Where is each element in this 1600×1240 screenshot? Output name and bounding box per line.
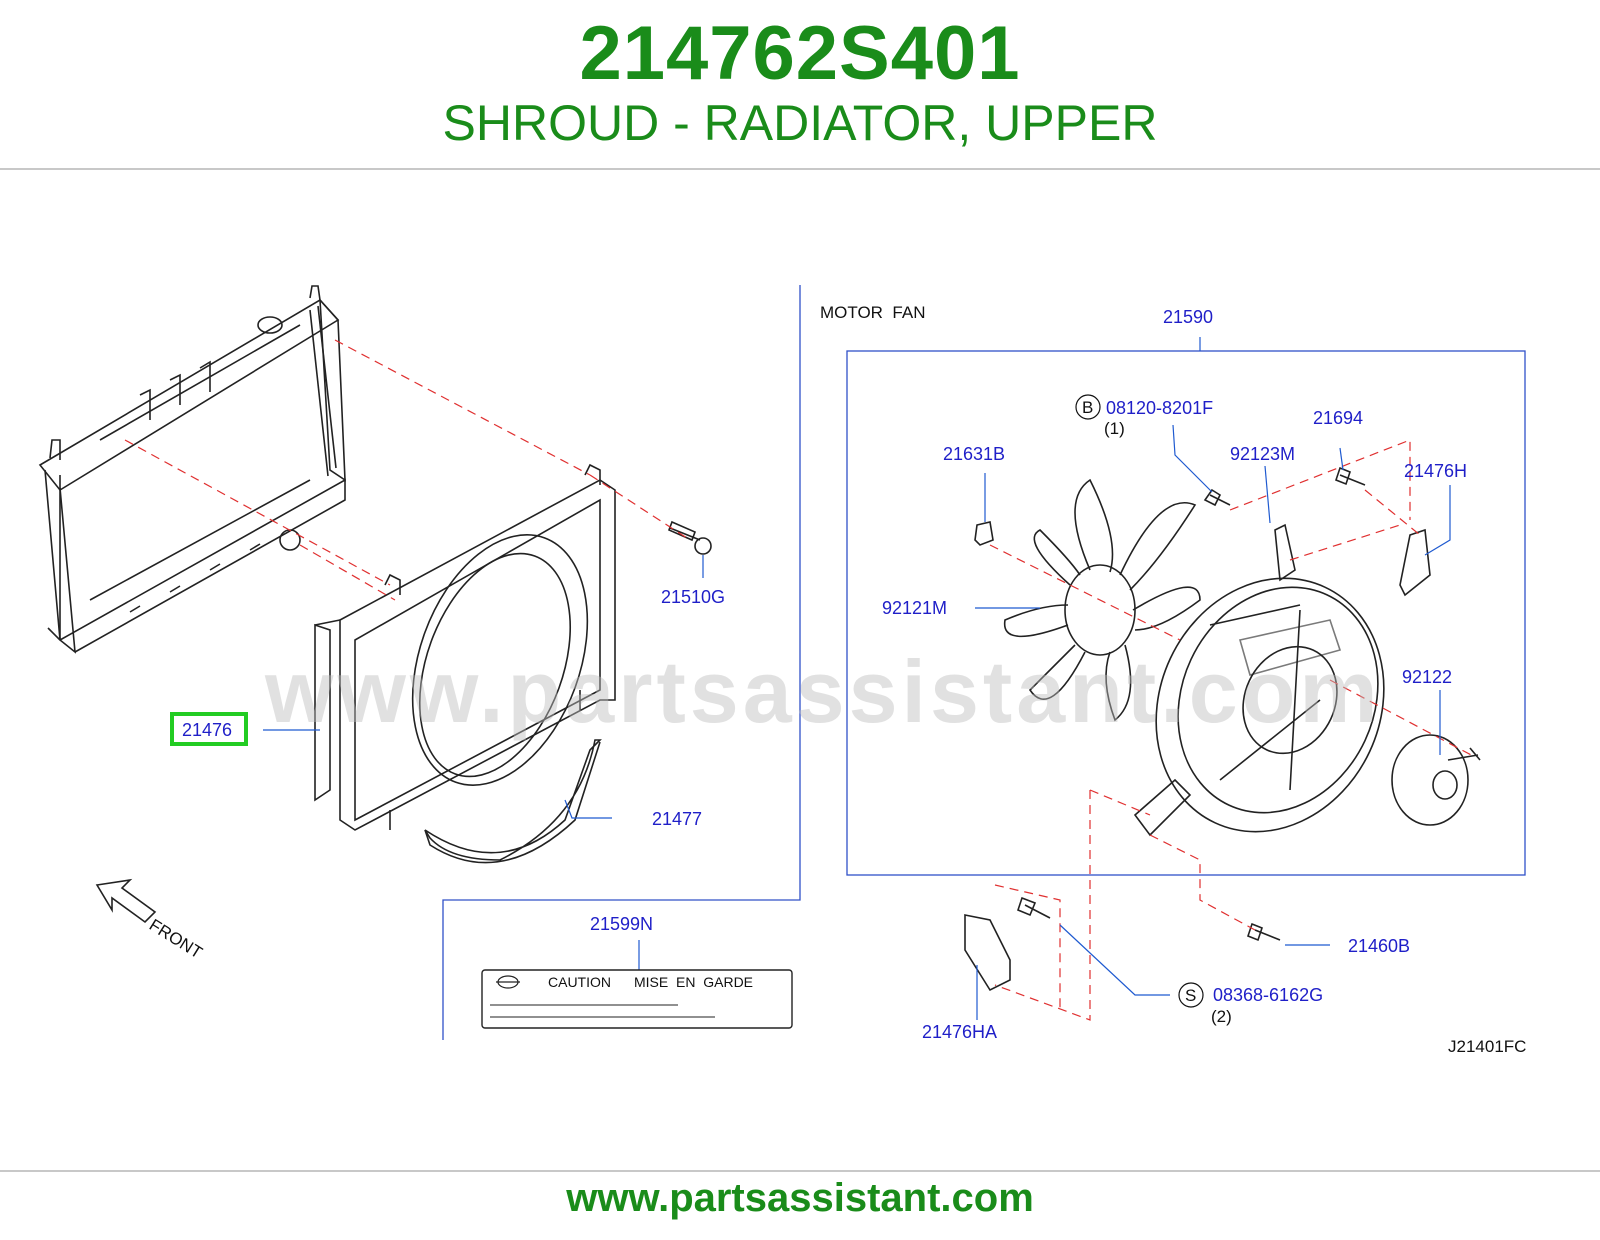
callout-92121m[interactable]: 92121M xyxy=(882,598,947,618)
front-label: FRONT xyxy=(146,915,206,962)
footer-url[interactable]: www.partsassistant.com xyxy=(566,1176,1034,1220)
caution-text: CAUTION xyxy=(548,974,611,990)
lower-shroud-drawing xyxy=(424,739,602,864)
callout-21590[interactable]: 21590 xyxy=(1163,307,1213,327)
hardware-drawing xyxy=(964,466,1431,992)
footer-divider xyxy=(0,1170,1600,1172)
fan-motor-drawing xyxy=(1391,734,1481,826)
callout-21477[interactable]: 21477 xyxy=(652,809,702,829)
header-divider xyxy=(0,168,1600,170)
watermark: www.partsassistant.com xyxy=(264,642,1382,741)
fan-shroud-drawing xyxy=(1133,523,1385,837)
callout-21476ha[interactable]: 21476HA xyxy=(922,1022,997,1042)
callout-92123m[interactable]: 92123M xyxy=(1230,444,1295,464)
section-divider xyxy=(442,285,801,1040)
callout-08120-8201f[interactable]: 08120-8201F xyxy=(1106,398,1213,418)
callout-08368-6162g[interactable]: 08368-6162G xyxy=(1213,985,1323,1005)
screw-21510g-drawing xyxy=(667,520,712,555)
page-header: 214762S401 SHROUD - RADIATOR, UPPER xyxy=(0,0,1600,170)
callout-21476[interactable]: 21476 xyxy=(182,720,232,740)
callout-b-circle xyxy=(1075,394,1101,420)
callout-b-prefix: B xyxy=(1082,398,1093,417)
motor-fan-box xyxy=(846,350,1526,876)
radiator-drawing xyxy=(38,285,346,654)
callout-21460b[interactable]: 21460B xyxy=(1348,936,1410,956)
callout-21476h[interactable]: 21476H xyxy=(1404,461,1467,481)
callout-92122[interactable]: 92122 xyxy=(1402,667,1452,687)
mise-en-garde-text: MISE EN GARDE xyxy=(634,974,753,990)
callout-08120-qty: (1) xyxy=(1104,419,1125,438)
diagram-code: J21401FC xyxy=(1448,1037,1526,1056)
fan-blade-drawing xyxy=(1003,478,1201,722)
part-description: SHROUD - RADIATOR, UPPER xyxy=(442,95,1158,151)
caution-label-drawing xyxy=(481,969,793,1029)
callout-s-prefix: S xyxy=(1185,986,1196,1005)
part-number-title: 214762S401 xyxy=(579,11,1021,96)
section-title: MOTOR FAN xyxy=(820,303,925,322)
callout-08368-qty: (2) xyxy=(1211,1007,1232,1026)
callout-21631b[interactable]: 21631B xyxy=(943,444,1005,464)
callout-s-circle xyxy=(1178,982,1204,1008)
callout-21599n[interactable]: 21599N xyxy=(590,914,653,934)
shroud-drawing xyxy=(314,463,616,831)
callout-21694[interactable]: 21694 xyxy=(1313,408,1363,428)
front-arrow-icon xyxy=(95,878,157,924)
callout-21510g[interactable]: 21510G xyxy=(661,587,725,607)
highlight-box-21476 xyxy=(170,712,248,746)
